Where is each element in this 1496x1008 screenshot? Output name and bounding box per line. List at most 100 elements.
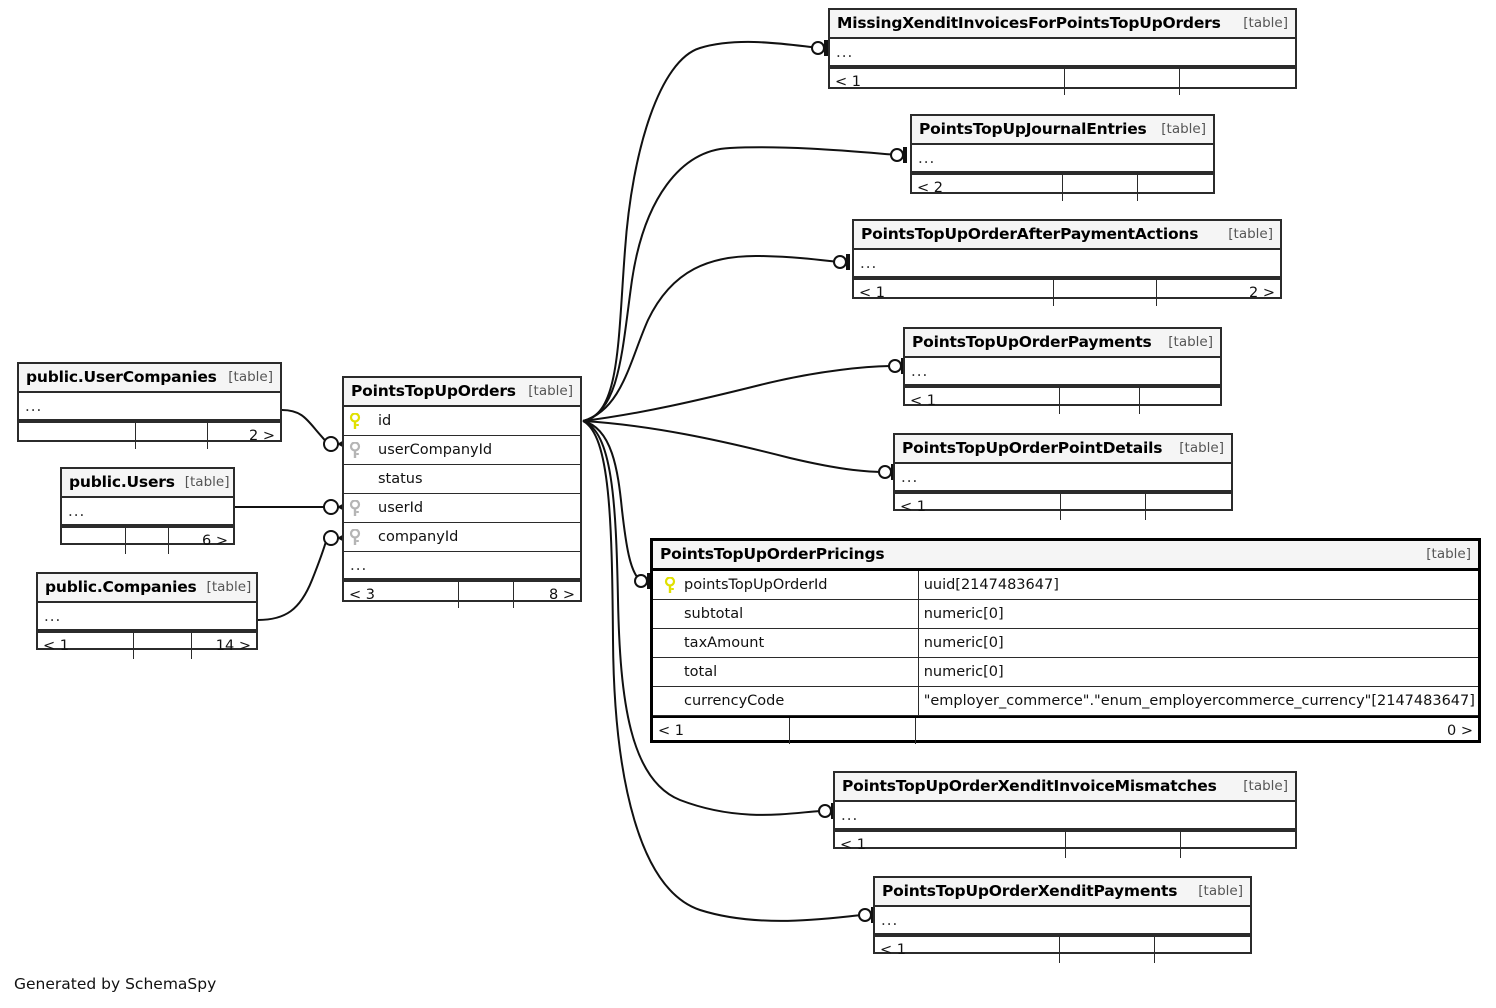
footer-outgoing-count: 0 > — [1447, 723, 1473, 739]
footer-outgoing-count — [1146, 494, 1231, 520]
collapsed-columns-indicator: ... — [19, 393, 280, 421]
connector-order-point-details — [878, 465, 892, 479]
footer-incoming-count: < 1 — [905, 388, 1060, 414]
footer-middle — [1054, 280, 1157, 306]
table-header: public.Users [table] — [62, 469, 233, 498]
table-header: PointsTopUpOrderPointDetails [table] — [895, 435, 1231, 464]
table-title: MissingXenditInvoicesForPointsTopUpOrder… — [837, 14, 1221, 32]
table-public-usercompanies[interactable]: public.UserCompanies [table] ... 2 > — [17, 362, 282, 449]
footer-middle — [134, 633, 192, 659]
key-icon-primary — [659, 576, 681, 594]
table-public-users[interactable]: public.Users [table] ... 6 > — [60, 467, 235, 554]
table-footer: < 1 — [830, 67, 1295, 95]
column-row-userid[interactable]: userId — [344, 494, 580, 523]
edge-journal-entries — [582, 146, 899, 422]
column-name: total — [684, 664, 718, 680]
table-header: PointsTopUpOrderXenditInvoiceMismatches … — [835, 773, 1295, 802]
column-row-pointstopuporderid[interactable]: pointsTopUpOrderId uuid[2147483647] — [653, 571, 1478, 600]
key-icon-foreign — [344, 441, 366, 459]
connector-journal-entries — [890, 148, 904, 162]
table-header: public.Companies [table] — [38, 574, 256, 603]
footer-incoming-count: < 2 — [912, 175, 1063, 201]
collapsed-columns-indicator: ... — [895, 464, 1231, 492]
column-name-cell: subtotal — [653, 600, 918, 628]
footer-middle — [459, 582, 514, 608]
table-type-tag: [table] — [184, 474, 230, 490]
footer-outgoing-count — [1138, 175, 1213, 201]
table-header: public.UserCompanies [table] — [19, 364, 280, 393]
table-type-tag: [table] — [206, 579, 252, 595]
table-title: public.Companies — [45, 578, 197, 596]
column-name: status — [378, 471, 423, 487]
connector-order-payments — [888, 359, 902, 373]
footer-incoming-count: < 1 — [835, 832, 1066, 858]
column-name: id — [378, 413, 392, 429]
footer-outgoing-count — [1140, 388, 1220, 414]
column-row-companyid[interactable]: companyId — [344, 523, 580, 552]
table-public-companies[interactable]: public.Companies [table] ... < 1 14 > — [36, 572, 258, 659]
column-row-total[interactable]: total numeric[0] — [653, 658, 1478, 687]
edge-order-payments — [582, 365, 897, 422]
column-row-taxamount[interactable]: taxAmount numeric[0] — [653, 629, 1478, 658]
table-title: public.Users — [69, 473, 175, 491]
table-pointstopuporders[interactable]: PointsTopUpOrders [table] id u — [342, 376, 582, 608]
connector-xendit-payments — [858, 908, 872, 922]
table-title: PointsTopUpOrderPricings — [660, 545, 885, 563]
footer-outgoing-count: 14 > — [215, 638, 251, 654]
column-row-id[interactable]: id — [344, 407, 580, 436]
table-type-tag: [table] — [1426, 546, 1471, 562]
table-header: MissingXenditInvoicesForPointsTopUpOrder… — [830, 10, 1295, 39]
footer-incoming-count: < 1 — [653, 718, 790, 744]
table-header: PointsTopUpOrders [table] — [344, 378, 580, 407]
footer-incoming-count: < 1 — [830, 69, 1065, 95]
footer-outgoing-count — [1181, 832, 1295, 858]
column-name: userId — [378, 500, 424, 516]
footer-middle — [790, 718, 916, 744]
footer-middle — [1065, 69, 1180, 95]
table-type-tag: [table] — [1228, 226, 1273, 242]
footer-incoming-count: < 1 — [875, 937, 1060, 963]
table-type-tag: [table] — [1243, 15, 1288, 31]
column-row-subtotal[interactable]: subtotal numeric[0] — [653, 600, 1478, 629]
footer-incoming-count — [62, 528, 126, 554]
table-pointstopuporderxenditpayments[interactable]: PointsTopUpOrderXenditPayments [table] .… — [873, 876, 1252, 963]
column-type: numeric[0] — [917, 629, 1478, 657]
table-type-tag: [table] — [1179, 440, 1224, 456]
footer-outgoing-count: 2 > — [249, 428, 275, 444]
table-type-tag: [table] — [528, 383, 573, 399]
collapsed-columns-indicator: ... — [875, 907, 1250, 935]
table-title: PointsTopUpOrderPointDetails — [902, 439, 1163, 457]
table-footer: < 1 2 > — [854, 278, 1280, 306]
connector-missing-xendit-invoices — [811, 41, 825, 55]
table-title: PointsTopUpOrders — [351, 382, 516, 400]
table-pointstopuporderpointdetails[interactable]: PointsTopUpOrderPointDetails [table] ...… — [893, 433, 1233, 520]
table-missingxenditinvoicesforpointstopuporders[interactable]: MissingXenditInvoicesForPointsTopUpOrder… — [828, 8, 1297, 95]
key-icon-foreign — [344, 528, 366, 546]
table-footer: < 1 14 > — [38, 631, 256, 659]
column-row-status[interactable]: status — [344, 465, 580, 494]
column-name-cell: pointsTopUpOrderId — [653, 571, 918, 599]
footer-middle — [1060, 388, 1140, 414]
connector-zero-many-companies — [323, 530, 339, 546]
table-footer: < 1 — [875, 935, 1250, 963]
column-name: userCompanyId — [378, 442, 493, 458]
table-footer: < 1 — [895, 492, 1231, 520]
column-row-currencycode[interactable]: currencyCode "employer_commerce"."enum_e… — [653, 687, 1478, 716]
table-footer: < 1 — [835, 830, 1295, 858]
collapsed-columns-indicator: ... — [854, 250, 1280, 278]
footer-middle — [1066, 832, 1181, 858]
connector-zero-many-users — [323, 499, 339, 515]
table-pointstopupjournalentries[interactable]: PointsTopUpJournalEntries [table] ... < … — [910, 114, 1215, 201]
table-pointstopuporderpricings[interactable]: PointsTopUpOrderPricings [table] pointsT… — [650, 538, 1481, 744]
column-row-usercompanyid[interactable]: userCompanyId — [344, 436, 580, 465]
table-pointstopuporderpayments[interactable]: PointsTopUpOrderPayments [table] ... < 1 — [903, 327, 1222, 414]
column-name: pointsTopUpOrderId — [684, 577, 828, 593]
table-header: PointsTopUpJournalEntries [table] — [912, 116, 1213, 145]
table-footer: 6 > — [62, 526, 233, 554]
table-pointstopuporderafterpaymentactions[interactable]: PointsTopUpOrderAfterPaymentActions [tab… — [852, 219, 1282, 306]
table-type-tag: [table] — [1168, 334, 1213, 350]
table-pointstopuporderxenditinvoicemismatches[interactable]: PointsTopUpOrderXenditInvoiceMismatches … — [833, 771, 1297, 858]
key-icon-foreign — [344, 499, 366, 517]
table-footer: < 1 — [905, 386, 1220, 414]
